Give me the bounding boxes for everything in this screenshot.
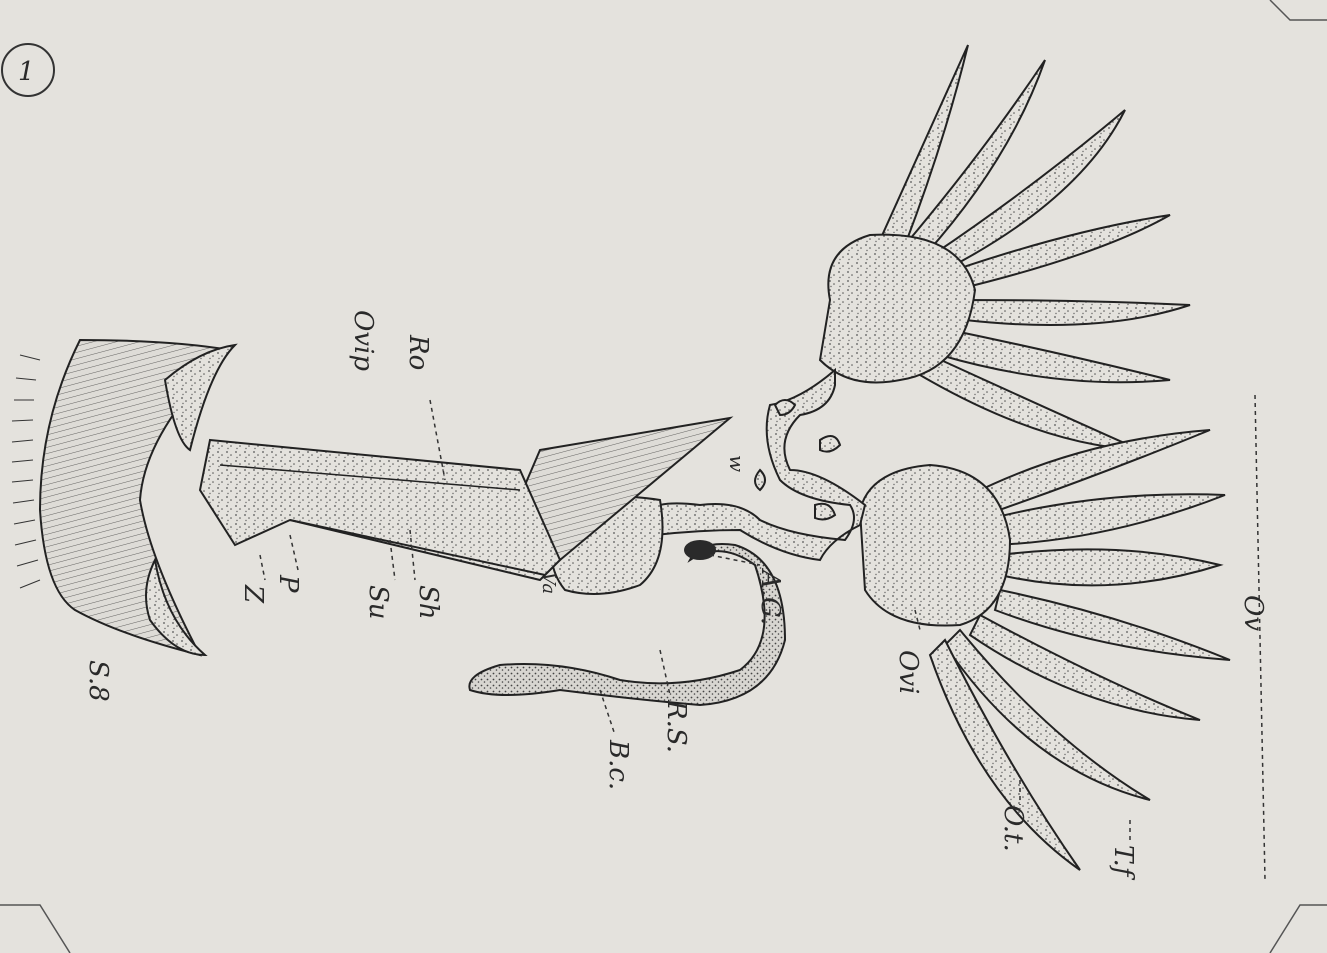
ovary-upper (820, 235, 975, 383)
label-rs: R.S. (661, 699, 691, 753)
figure-number-label: 1 (18, 57, 35, 87)
sternite-bristles (12, 355, 40, 588)
accessory-gland (684, 540, 716, 560)
oviducts (650, 370, 865, 560)
labels: Ov Ovi O.t. T.f A.G. R.S. B.c. Ro Ovip S… (83, 310, 1268, 881)
label-z: Z (238, 584, 268, 604)
label-ot: O.t. (998, 805, 1028, 852)
label-su: Su (363, 585, 393, 620)
label-p: P (273, 574, 303, 593)
label-va: Va (538, 572, 559, 594)
label-sh: Sh (413, 585, 443, 620)
label-ag: A.G. (755, 568, 785, 625)
ovary-lower (860, 465, 1010, 626)
label-ovi: Ovi (893, 650, 923, 694)
label-tf: T.f (1108, 845, 1138, 881)
label-s8: S.8 (83, 660, 113, 702)
ovipositor-shaft (200, 440, 560, 580)
label-w: w (725, 455, 749, 472)
label-bc: B.c. (603, 739, 633, 790)
figure-number: 1 (2, 44, 54, 96)
label-ov: Ov (1238, 595, 1268, 631)
label-ro: Ro (403, 334, 433, 370)
label-ovip: Ovip (348, 310, 378, 371)
